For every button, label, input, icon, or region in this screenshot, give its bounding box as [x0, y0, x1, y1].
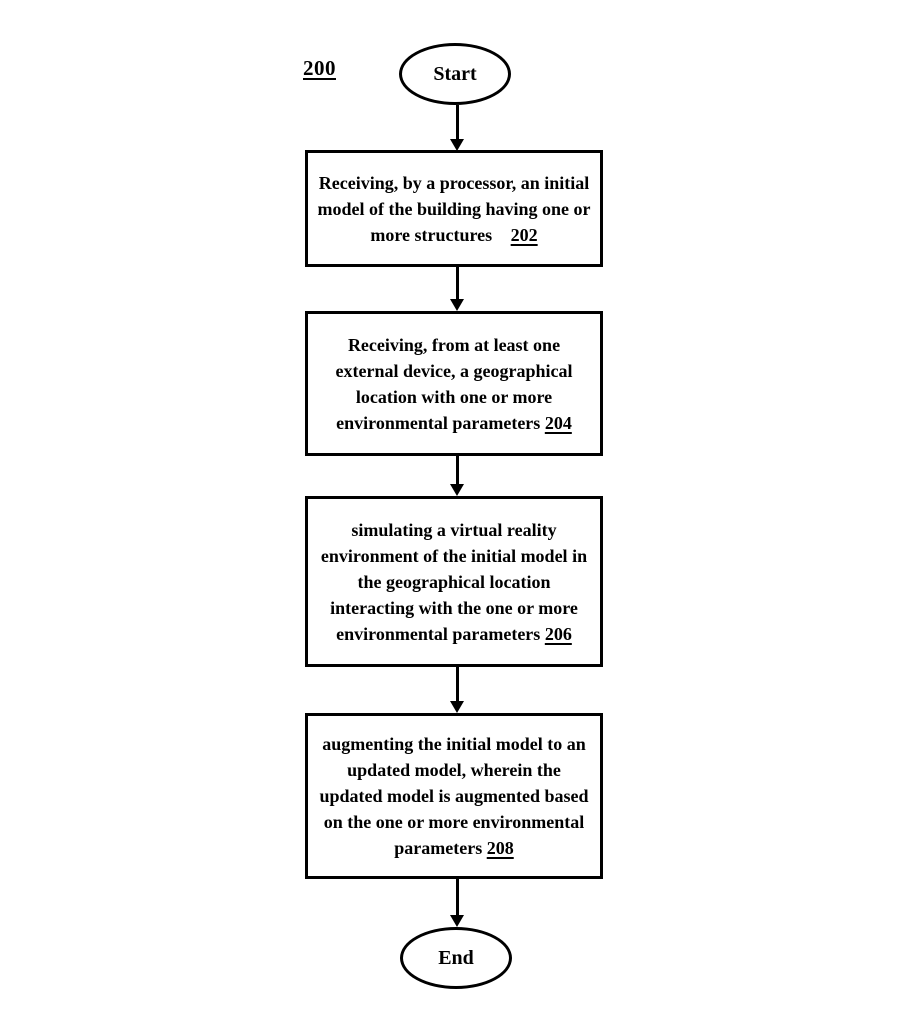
- arrowhead-icon: [450, 915, 464, 927]
- step-ref-number: 202: [510, 224, 538, 245]
- step-box-206: simulating a virtual reality environment…: [305, 496, 603, 667]
- flow-arrow-start-to-202: [450, 105, 464, 151]
- arrow-line: [455, 267, 459, 300]
- arrowhead-icon: [450, 701, 464, 713]
- end-node: End: [400, 927, 512, 989]
- step-box-208: augmenting the initial model to an updat…: [305, 713, 603, 879]
- arrowhead-icon: [450, 139, 464, 151]
- arrow-line: [455, 667, 459, 702]
- step-ref-number: 206: [544, 623, 572, 644]
- arrow-line: [455, 456, 459, 485]
- arrow-line: [455, 105, 459, 140]
- figure-label: 200: [303, 56, 336, 80]
- flow-arrow-202-to-204: [450, 267, 464, 311]
- step-text: augmenting the initial model to an updat…: [319, 734, 589, 858]
- step-box-202: Receiving, by a processor, an initial mo…: [305, 150, 603, 267]
- arrow-line: [455, 879, 459, 916]
- arrowhead-icon: [450, 484, 464, 496]
- step-text: Receiving, from at least one external de…: [335, 334, 573, 433]
- step-box-204: Receiving, from at least one external de…: [305, 311, 603, 456]
- step-box-text: Receiving, by a processor, an initial mo…: [315, 170, 593, 248]
- flow-arrow-204-to-206: [450, 456, 464, 496]
- start-node-label: Start: [433, 62, 477, 85]
- arrowhead-icon: [450, 299, 464, 311]
- step-ref-number: 204: [544, 412, 572, 433]
- end-node-label: End: [438, 946, 474, 969]
- start-node: Start: [399, 43, 511, 105]
- flow-arrow-208-to-end: [450, 879, 464, 927]
- step-ref-number: 208: [486, 838, 514, 858]
- step-text: simulating a virtual reality environment…: [320, 519, 588, 644]
- step-text: Receiving, by a processor, an initial mo…: [317, 172, 591, 245]
- step-box-text: Receiving, from at least one external de…: [315, 332, 593, 436]
- step-box-text: augmenting the initial model to an updat…: [315, 731, 593, 861]
- step-box-text: simulating a virtual reality environment…: [315, 517, 593, 647]
- flow-arrow-206-to-208: [450, 667, 464, 713]
